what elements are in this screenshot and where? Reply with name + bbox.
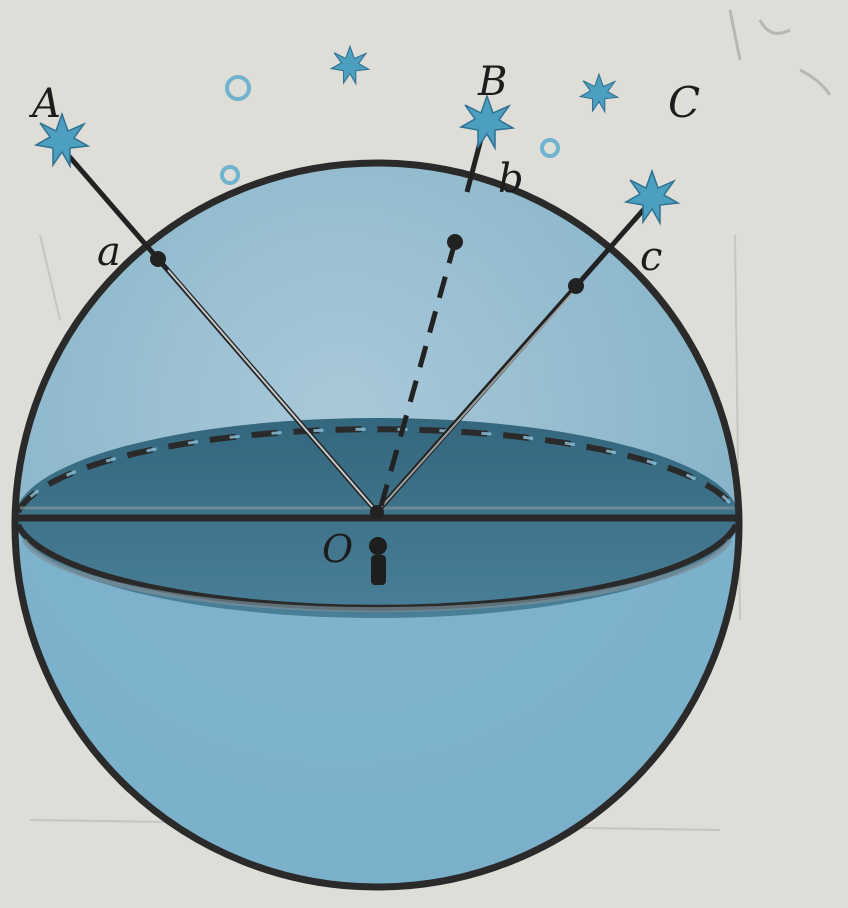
point-c-dot bbox=[568, 278, 584, 294]
small-star-icon bbox=[540, 138, 560, 158]
star-icon bbox=[33, 111, 91, 169]
label-point-a: a bbox=[97, 229, 121, 275]
pencil-mark bbox=[728, 9, 832, 96]
star-icon bbox=[329, 44, 371, 86]
label-point-b: b bbox=[498, 156, 524, 202]
label-point-c: c bbox=[640, 234, 662, 280]
label-star-B: B bbox=[477, 59, 507, 105]
lower-hemisphere bbox=[15, 525, 739, 887]
small-star-icon bbox=[220, 165, 240, 185]
point-a-dot bbox=[150, 251, 166, 267]
label-center-O: O bbox=[322, 527, 353, 571]
center-dot bbox=[370, 505, 384, 519]
small-star-icon bbox=[225, 75, 251, 101]
observer-icon bbox=[369, 537, 387, 585]
star-icon bbox=[578, 72, 620, 114]
point-b-dot bbox=[447, 234, 463, 250]
ray-B-dashed bbox=[377, 241, 458, 511]
label-star-C: C bbox=[668, 78, 700, 127]
sphere-outline bbox=[11, 159, 743, 891]
star-icon bbox=[623, 168, 681, 226]
label-star-A: A bbox=[28, 81, 61, 127]
horizon-back-dashed bbox=[15, 426, 739, 514]
star-icon bbox=[458, 93, 516, 151]
